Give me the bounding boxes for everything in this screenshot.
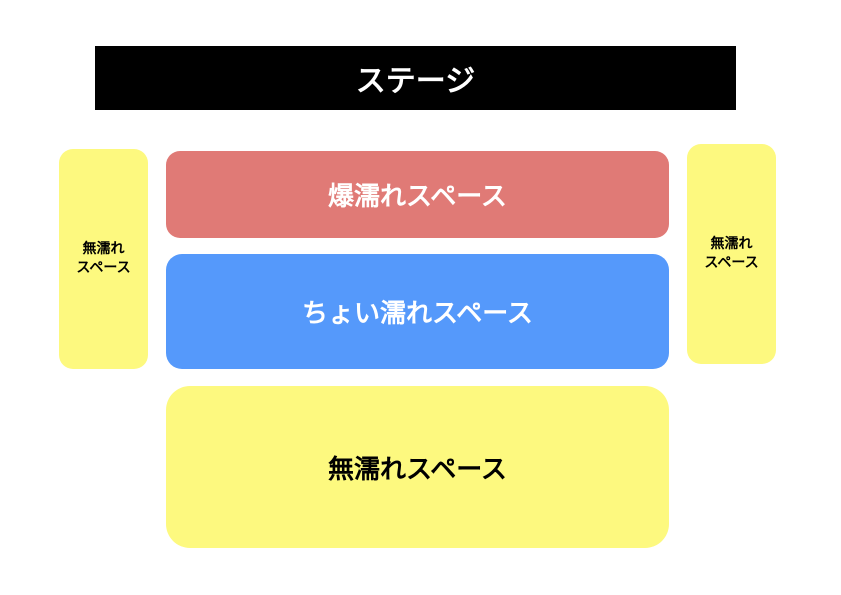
munure-main-zone-label: 無濡れスペース: [328, 454, 507, 485]
choinure-zone: ちょい濡れスペース: [166, 254, 669, 369]
choinure-zone-label: ちょい濡れスペース: [302, 299, 533, 329]
stage-label: ステージ: [355, 64, 476, 99]
munure-left-zone-label-line2: スペース: [76, 260, 131, 276]
bakunure-zone: 爆濡れスペース: [166, 151, 669, 238]
munure-left-zone: 無濡れ スペース: [59, 149, 148, 369]
stage-block: ステージ: [95, 46, 736, 110]
bakunure-zone-label: 爆濡れスペース: [328, 182, 507, 212]
munure-main-zone: 無濡れスペース: [166, 386, 669, 548]
munure-right-zone-label-line2: スペース: [704, 255, 759, 271]
munure-right-zone: 無濡れ スペース: [687, 144, 776, 364]
munure-right-zone-label-line1: 無濡れ: [710, 236, 753, 253]
munure-left-zone-label-line1: 無濡れ: [82, 241, 125, 258]
